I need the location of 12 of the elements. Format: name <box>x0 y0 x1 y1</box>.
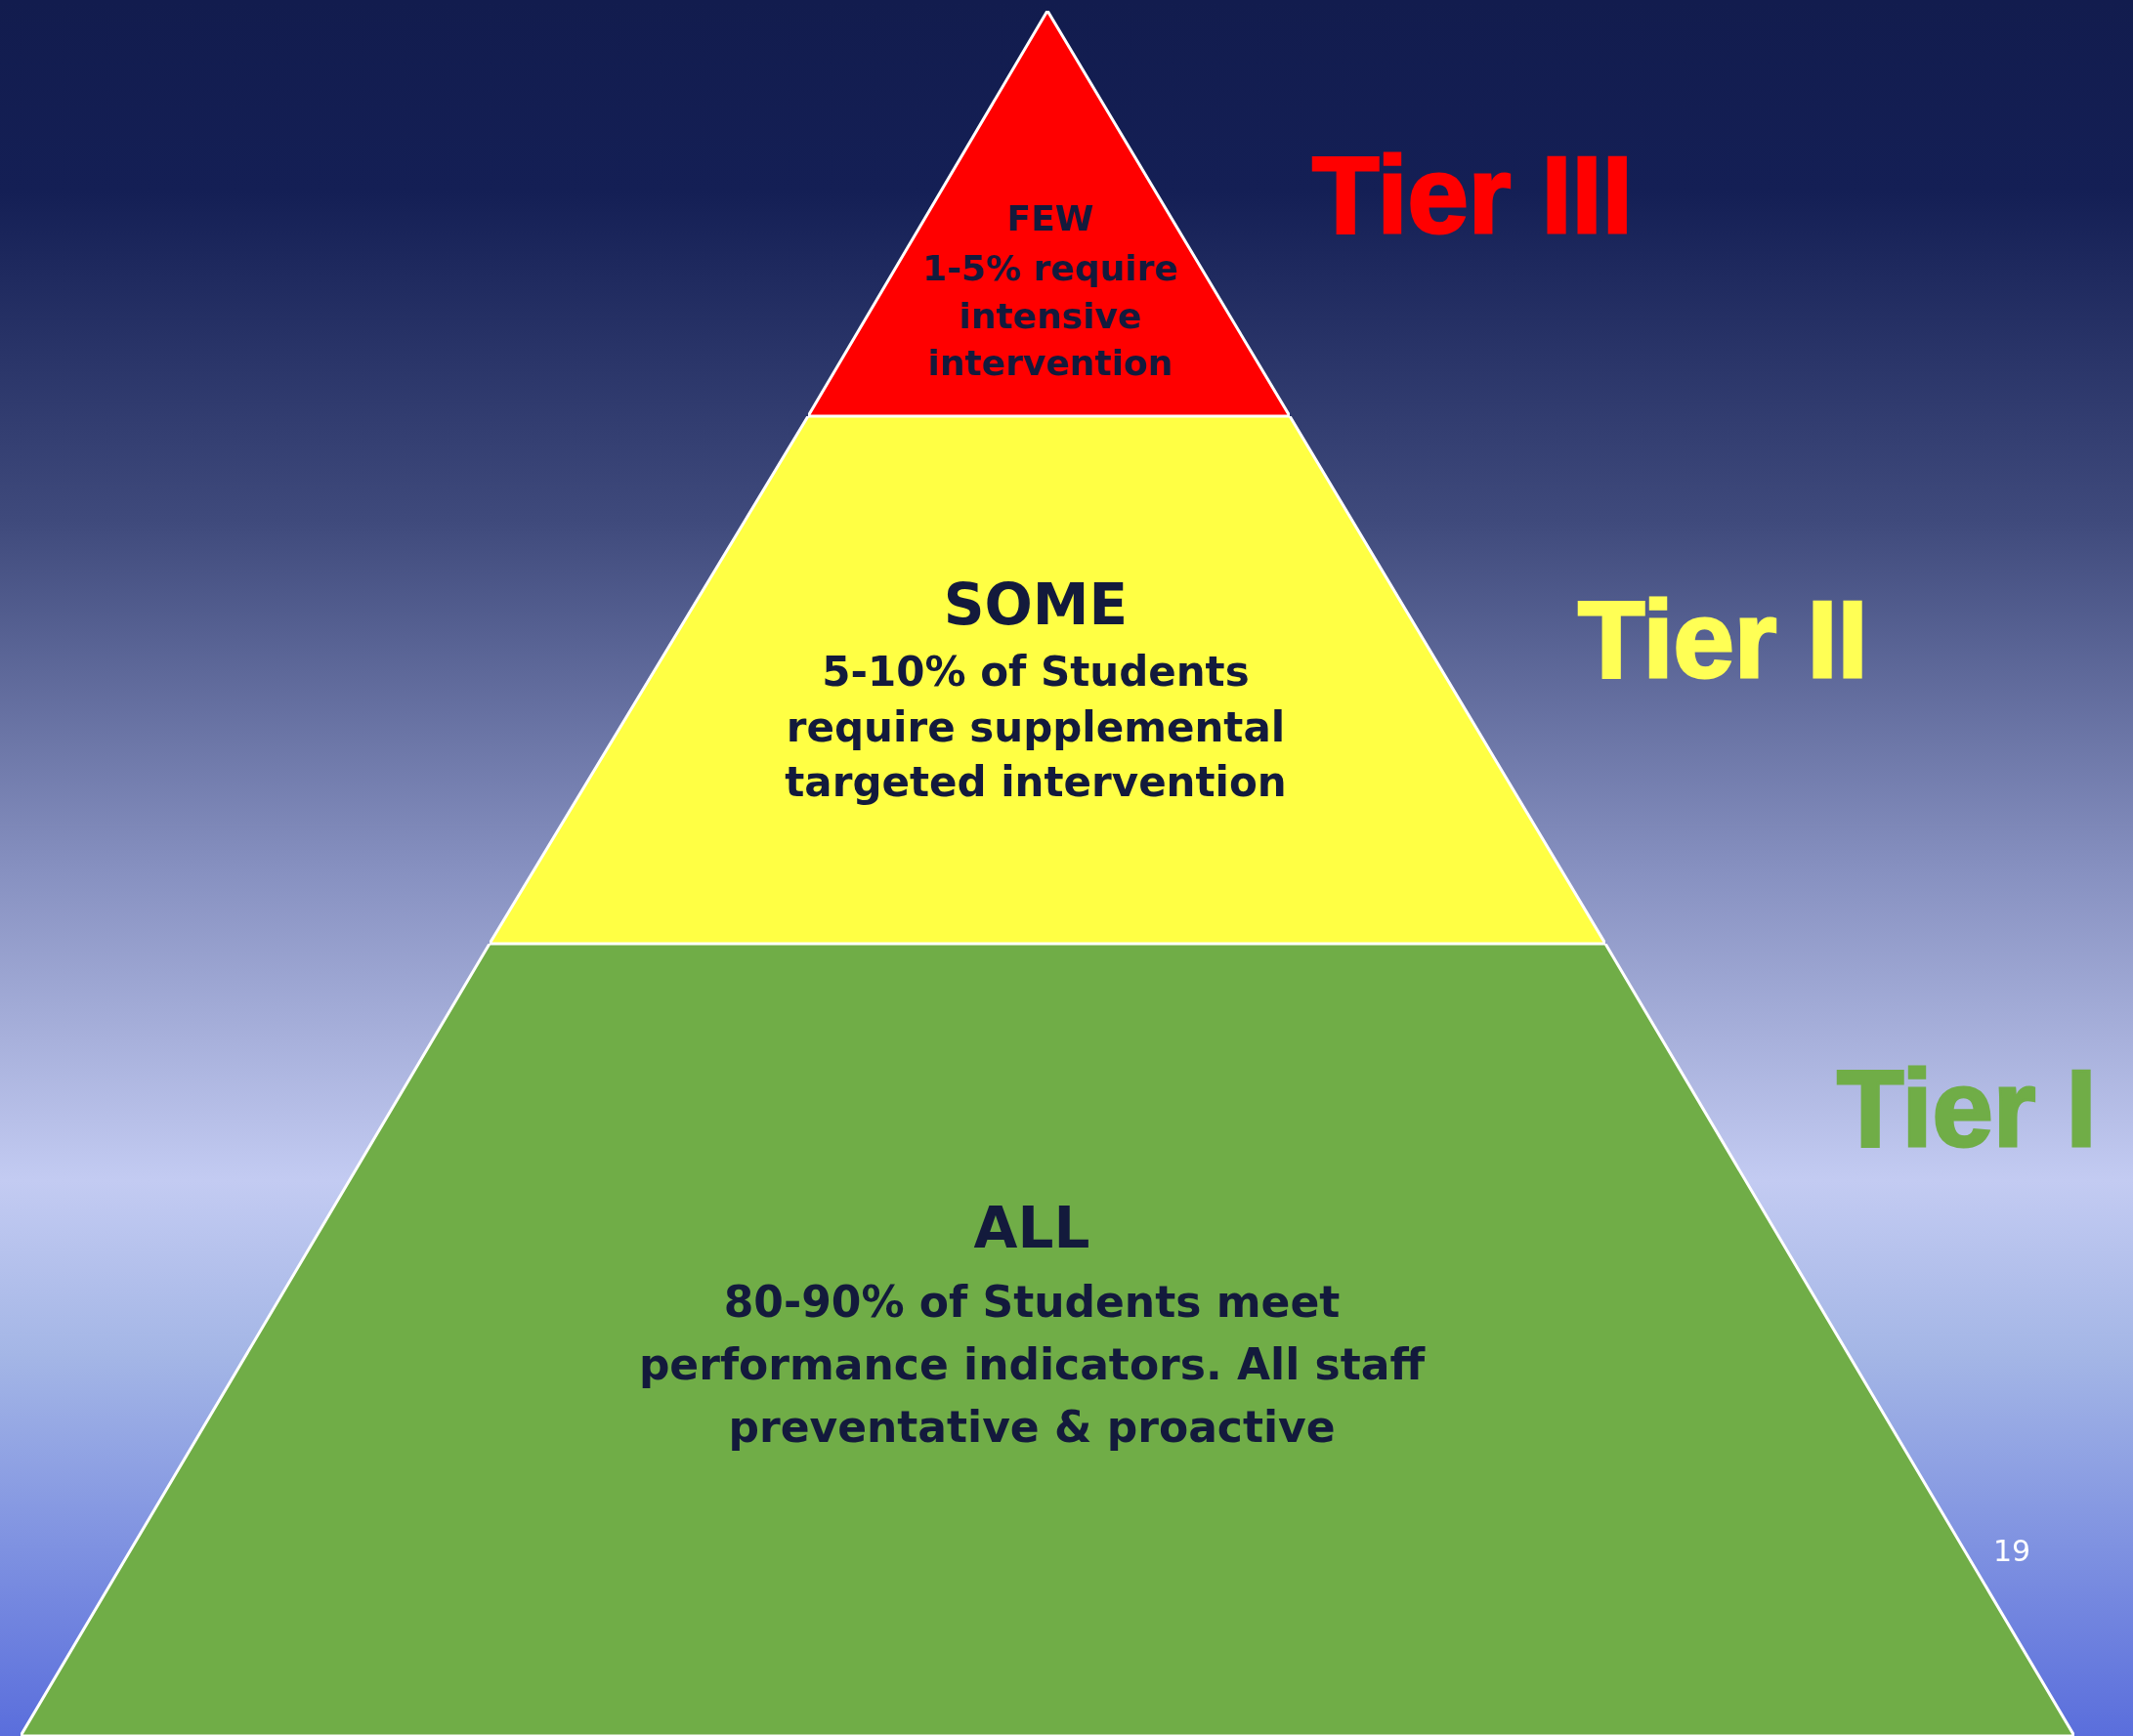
tier-description: 1-5% require intensive intervention <box>921 247 1179 386</box>
tier-label: Tier I <box>1837 1046 2097 1171</box>
tier-heading: SOME <box>942 571 1130 640</box>
tier-label: Tier III <box>1312 133 1633 258</box>
tier-band <box>21 944 2074 1736</box>
tier-heading: FEW <box>1005 197 1095 240</box>
tier-label: Tier II <box>1578 577 1868 702</box>
tier-description: 80-90% of Students meet performance indicators. All staff preventative & proactive <box>637 1276 1427 1454</box>
tier-band-triangle <box>808 11 1290 416</box>
tier-description: 5-10% of Students require supplemental targeted intervention <box>784 647 1288 809</box>
page-number: 19 <box>1993 1534 2031 1568</box>
tier-heading: ALL <box>972 1194 1091 1263</box>
